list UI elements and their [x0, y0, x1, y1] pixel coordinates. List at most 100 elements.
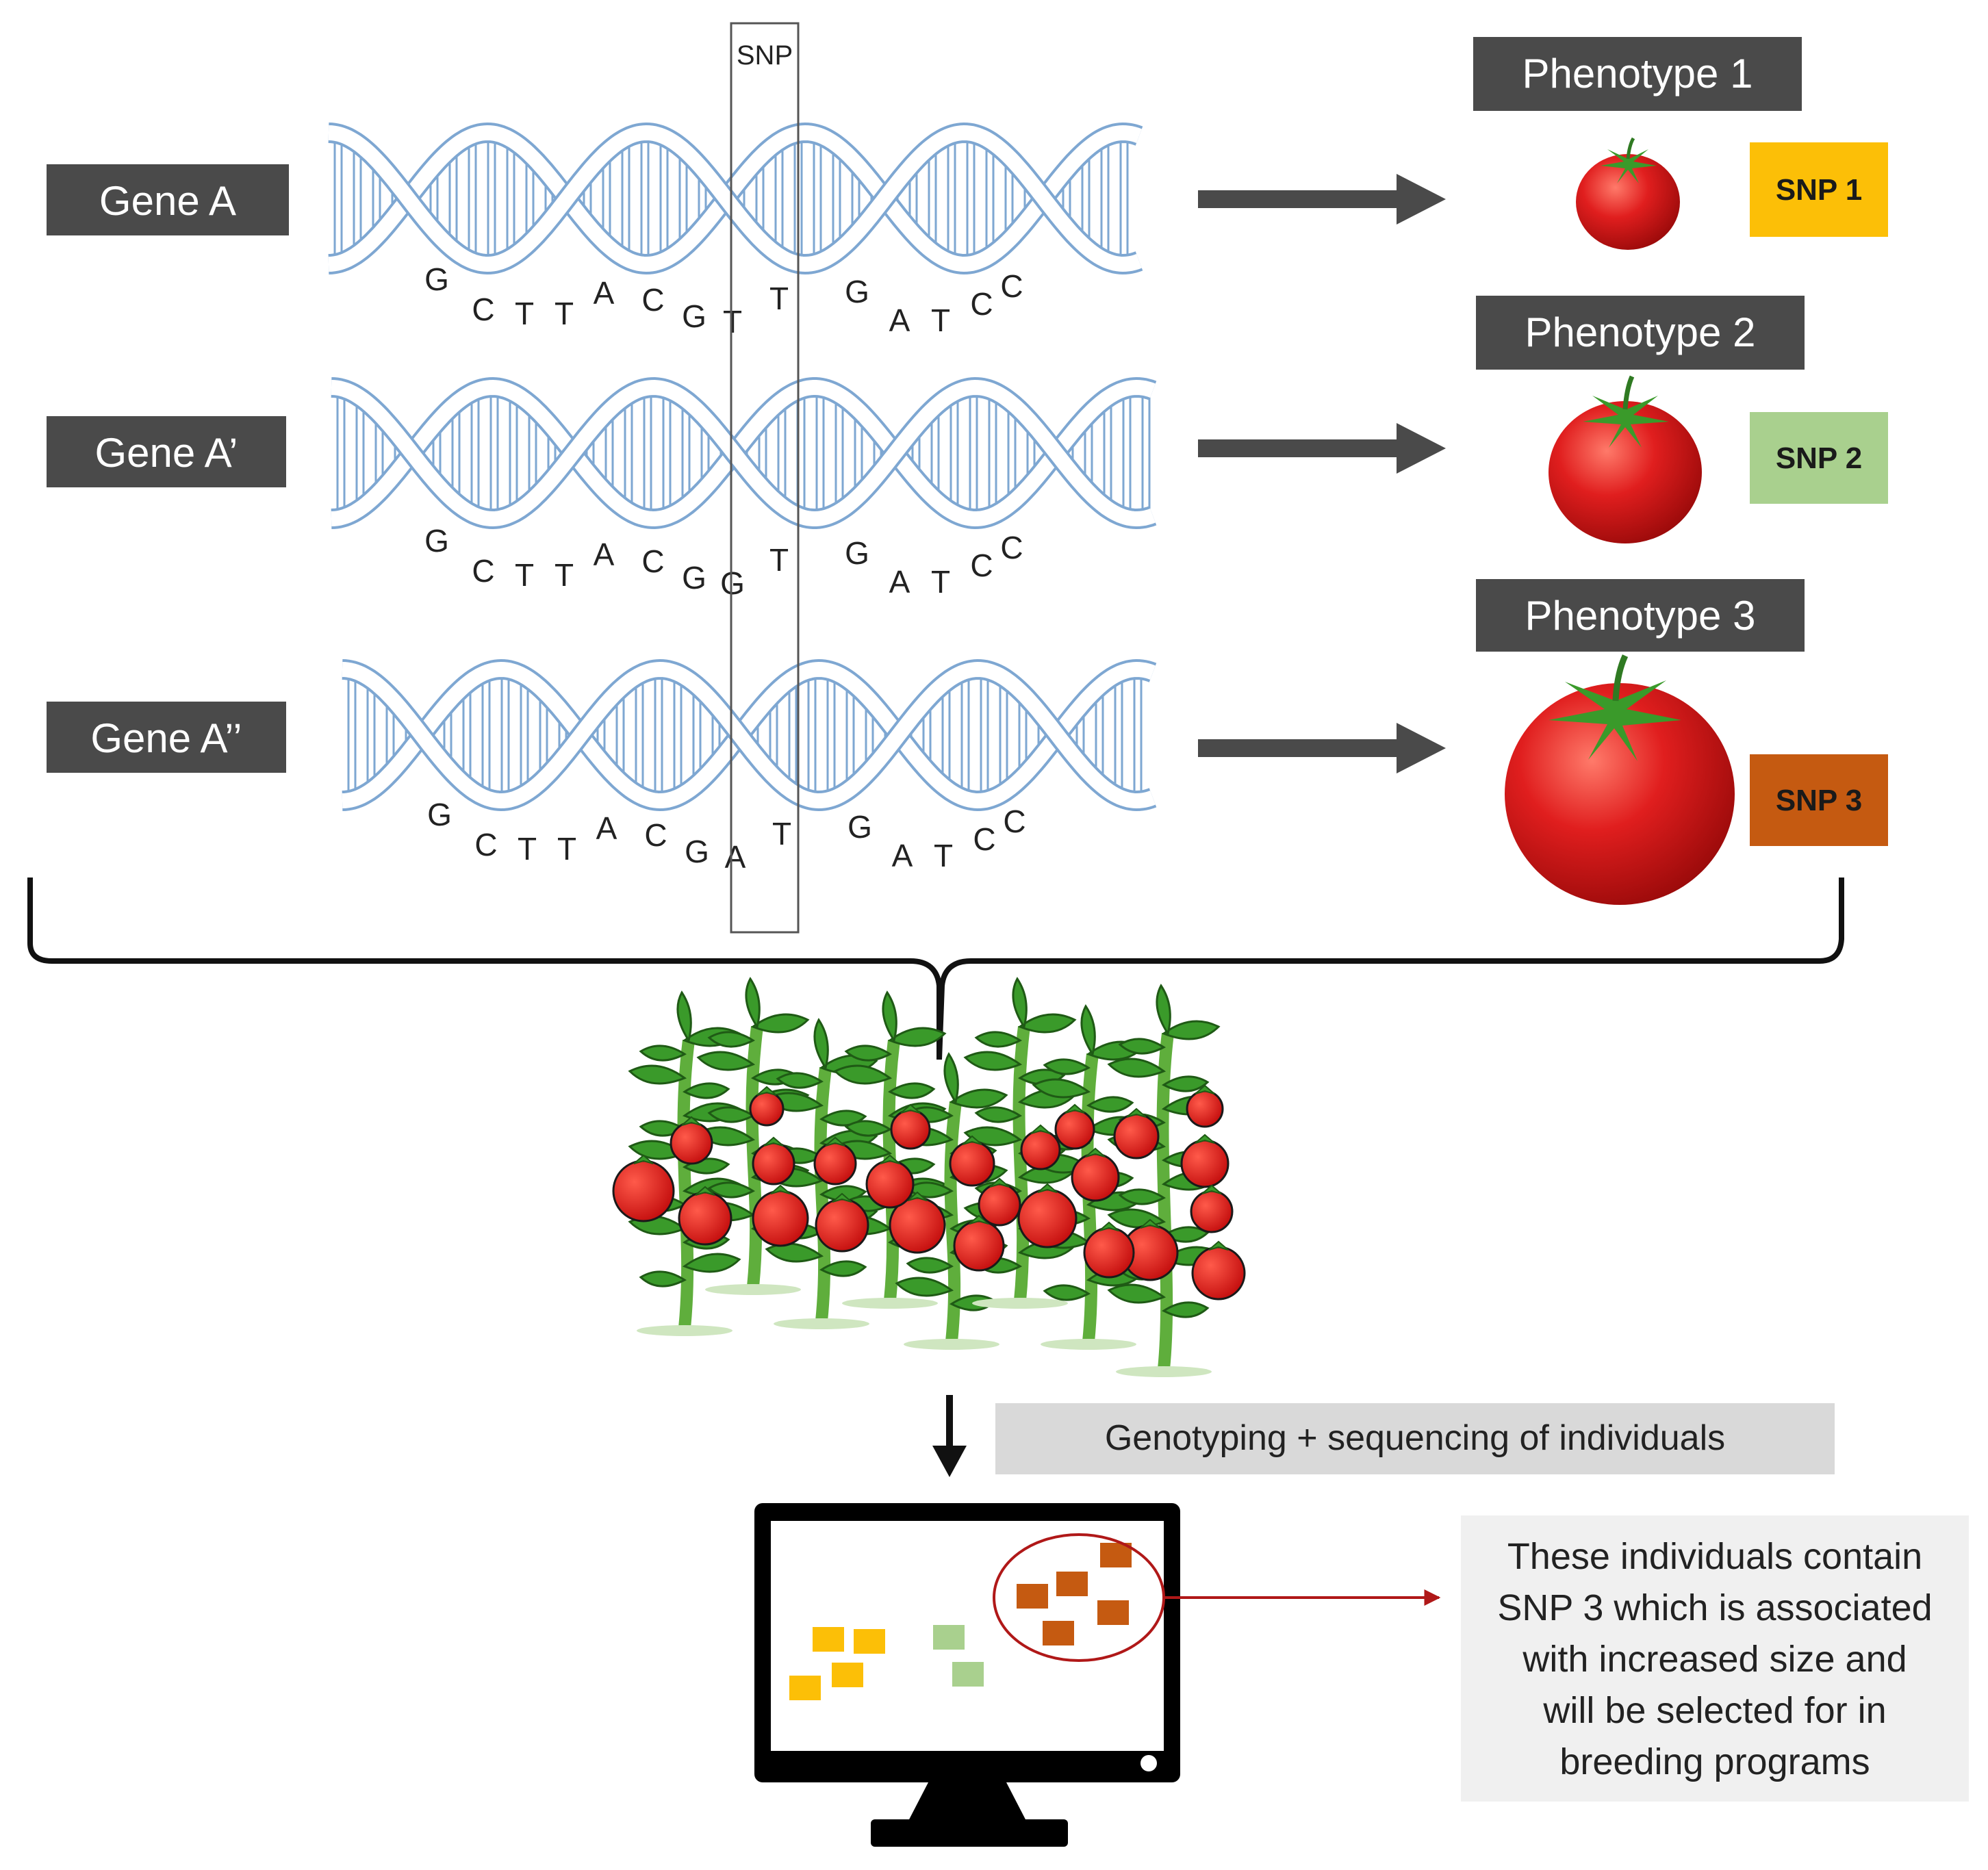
- helix-rung: [635, 678, 644, 793]
- base-letter: C: [1003, 804, 1025, 839]
- plant-tomato-calyx: [989, 1177, 1010, 1188]
- plant-tomato: [752, 1190, 809, 1247]
- helix-rung: [509, 396, 518, 511]
- helix-strand: [328, 125, 1142, 272]
- helix-rung: [506, 142, 515, 255]
- base-letter: G: [848, 809, 872, 845]
- plant-leaf: [1107, 1058, 1167, 1078]
- helix-rung: [845, 684, 855, 786]
- helix-rung: [1119, 136, 1129, 261]
- helix-rung: [928, 148, 937, 249]
- helix-rung: [500, 672, 510, 798]
- helix-rung: [834, 398, 844, 509]
- snp3-data-point: [1056, 1572, 1088, 1596]
- plant-tomato: [752, 1142, 795, 1186]
- plant-shadow: [904, 1339, 999, 1350]
- plant-tomato-calyx: [1030, 1124, 1051, 1134]
- plant-tomato-calyx: [1195, 1133, 1215, 1144]
- helix-rung: [681, 403, 691, 503]
- dna-helix-a-prime: [331, 376, 1157, 530]
- helix-strand: [342, 661, 1156, 809]
- helix-rung: [621, 141, 630, 256]
- plant-tomato: [1186, 1090, 1224, 1128]
- helix-strand: [331, 379, 1156, 527]
- result-note-line-4: will be selected for in: [1542, 1690, 1886, 1731]
- base-letter: G: [424, 261, 449, 297]
- plant-tomato: [1190, 1190, 1234, 1233]
- helix-rung: [777, 403, 787, 503]
- helix-rung: [1141, 392, 1151, 515]
- snp-tag-3: SNP 3: [1750, 754, 1888, 846]
- helix-rung: [826, 674, 836, 796]
- plant-leaf: [819, 1260, 867, 1277]
- plant-shadow: [637, 1325, 732, 1336]
- plant-leaf: [628, 1064, 687, 1085]
- snp-tag-1-text: SNP 1: [1776, 173, 1862, 207]
- helix-rung: [1122, 392, 1132, 515]
- plant-tomato-calyx: [633, 1154, 654, 1164]
- helix-rung: [1007, 406, 1017, 500]
- plant-leaf: [776, 1072, 824, 1089]
- gene-label-a: Gene A: [47, 164, 289, 235]
- plant-leaf: [1043, 1058, 1091, 1075]
- base-letter: A: [594, 275, 615, 311]
- helix-rung: [815, 391, 825, 515]
- plant-stem: [677, 1039, 695, 1329]
- helix-rung: [692, 689, 702, 782]
- snp-base-letter: T: [723, 304, 742, 340]
- helix-rung: [347, 674, 357, 797]
- plant-leaf: [895, 1277, 954, 1297]
- helix-rung: [451, 406, 461, 500]
- result-note-line-2: SNP 3 which is associated: [1497, 1587, 1932, 1628]
- plant-tomato: [612, 1160, 675, 1222]
- plant-shadow: [842, 1298, 938, 1309]
- helix-strand: [342, 661, 1156, 809]
- helix-rung: [528, 409, 537, 497]
- plant-top-leaf: [1080, 1004, 1096, 1057]
- plant-tomato: [1191, 1246, 1246, 1301]
- gene-label-a-double-prime: Gene A’’: [47, 702, 286, 773]
- plant-tomato-calyx: [1126, 1107, 1147, 1118]
- plant-tomato-calyx: [962, 1135, 982, 1145]
- plant-tomato: [749, 1091, 785, 1127]
- base-letter: T: [772, 816, 791, 851]
- helix-rung: [980, 673, 989, 797]
- plant-tomato: [1020, 1129, 1061, 1170]
- tomato-medium-icon: [1549, 375, 1702, 543]
- helix-rung: [807, 673, 817, 797]
- plant-stem: [1156, 1032, 1174, 1370]
- snp-base-letter: A: [725, 839, 746, 875]
- helix-rung: [947, 138, 956, 259]
- helix-rung: [462, 687, 472, 784]
- plant-top-leaf: [813, 1018, 829, 1071]
- dna-helix-a-double-prime: [342, 658, 1157, 812]
- phenotype-label-3-text: Phenotype 3: [1525, 593, 1756, 639]
- base-letter: C: [474, 827, 497, 862]
- snp1-data-point: [832, 1663, 863, 1687]
- base-letter: C: [1000, 530, 1023, 565]
- helix-rung: [1114, 676, 1123, 794]
- gene-label-a-prime: Gene A’: [47, 416, 286, 487]
- snp3-data-point: [1097, 1600, 1129, 1625]
- plant-tomato-calyx: [770, 1184, 791, 1194]
- plant-tomato: [678, 1191, 732, 1246]
- base-letter: C: [641, 282, 664, 318]
- plant-leaf: [1162, 1301, 1210, 1318]
- snp3-data-point: [1100, 1543, 1132, 1567]
- plant-top-leaf: [745, 977, 761, 1029]
- plant-tomato: [670, 1121, 713, 1165]
- plant-top-leaf: [1156, 984, 1171, 1036]
- plant-tomato: [953, 1220, 1005, 1272]
- gene-label-a-prime-text: Gene A’: [94, 430, 238, 476]
- base-letter: A: [594, 537, 615, 572]
- plant-stem: [944, 1101, 962, 1342]
- helix-strand: [331, 379, 1156, 527]
- plant-tomato: [890, 1109, 931, 1150]
- base-letter: A: [596, 810, 617, 846]
- base-letter: T: [515, 557, 534, 593]
- result-note-line-3: with increased size and: [1522, 1639, 1907, 1680]
- base-letter: C: [641, 543, 664, 579]
- snp1-data-point: [813, 1627, 844, 1652]
- plant-shadow: [1116, 1366, 1212, 1377]
